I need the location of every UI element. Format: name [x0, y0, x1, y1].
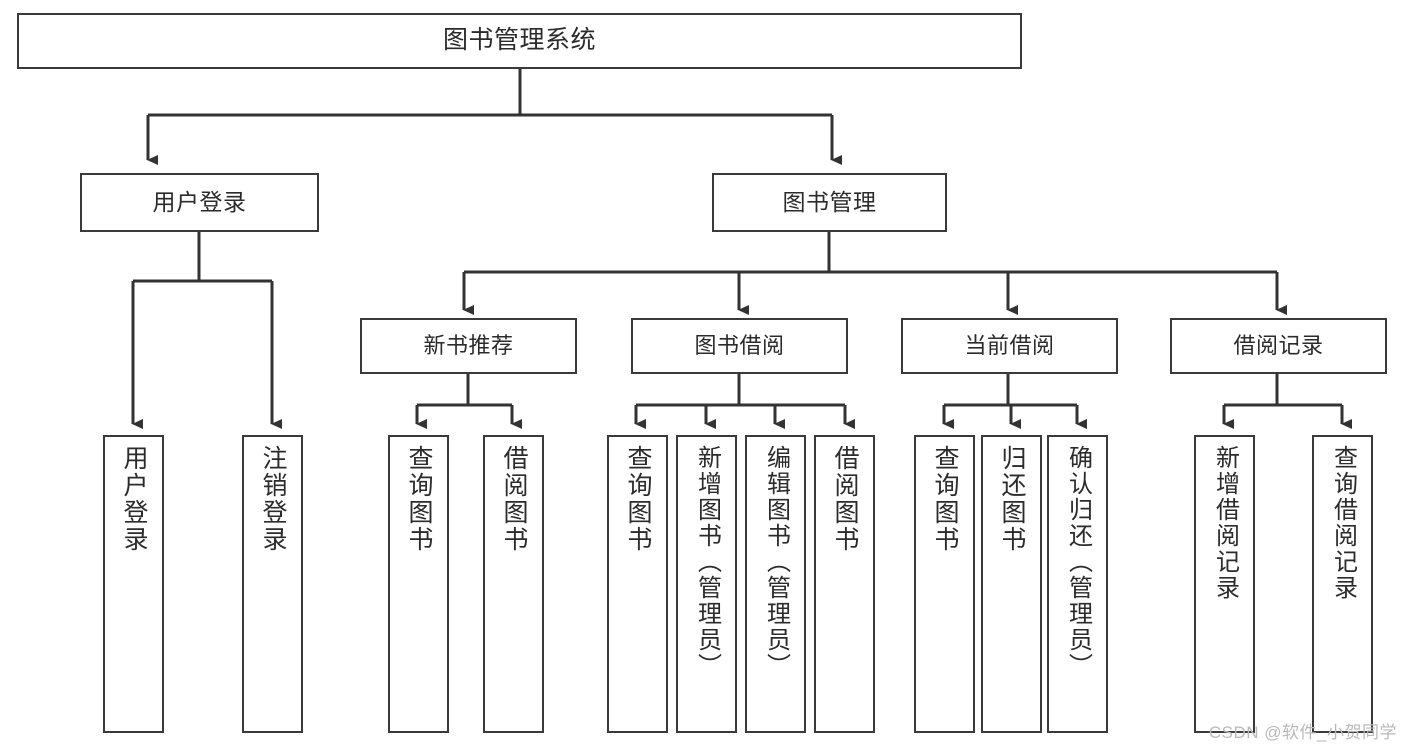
node-label: 查询借阅记录	[1329, 445, 1357, 601]
node-label: 借阅图书	[500, 445, 528, 553]
node-book-management[interactable]: 图书管理	[712, 173, 947, 232]
leaf-borrow-query-book[interactable]: 查询图书	[607, 435, 668, 733]
node-root-system[interactable]: 图书管理系统	[17, 13, 1022, 69]
node-label: 查询图书	[405, 445, 433, 553]
node-label: 图书借阅	[694, 333, 785, 359]
node-label: 归还图书	[998, 445, 1026, 553]
leaf-borrow-borrow-book[interactable]: 借阅图书	[814, 435, 875, 733]
node-book-borrow[interactable]: 图书借阅	[631, 318, 848, 374]
node-label: 新增借阅记录	[1211, 445, 1239, 601]
node-label: 新书推荐	[423, 333, 514, 359]
node-label: 当前借阅	[964, 333, 1055, 359]
leaf-borrow-edit-book[interactable]: 编辑图书（管理员）	[745, 435, 806, 733]
node-label: 用户登录	[152, 188, 247, 215]
node-label: 查询图书	[931, 445, 959, 553]
node-label: 注销登录	[259, 445, 287, 553]
leaf-current-query-book[interactable]: 查询图书	[914, 435, 975, 733]
leaf-user-login-login[interactable]: 用户登录	[103, 435, 164, 733]
node-label: 图书管理系统	[442, 26, 596, 55]
node-label: 编辑图书（管理员）	[762, 445, 790, 679]
leaf-record-query-record[interactable]: 查询借阅记录	[1312, 435, 1373, 733]
node-label: 借阅记录	[1233, 333, 1324, 359]
node-label: 查询图书	[624, 445, 652, 553]
node-borrow-record[interactable]: 借阅记录	[1170, 318, 1387, 374]
node-user-login[interactable]: 用户登录	[80, 173, 319, 232]
node-label: 图书管理	[782, 188, 877, 215]
leaf-current-confirm-return[interactable]: 确认归还（管理员）	[1047, 435, 1108, 733]
node-label: 新增图书（管理员）	[693, 445, 721, 679]
leaf-recommend-query-book[interactable]: 查询图书	[388, 435, 449, 733]
leaf-current-return-book[interactable]: 归还图书	[981, 435, 1042, 733]
leaf-user-login-logout[interactable]: 注销登录	[242, 435, 303, 733]
node-label: 借阅图书	[831, 445, 859, 553]
node-new-book-recommend[interactable]: 新书推荐	[360, 318, 577, 374]
node-current-borrow[interactable]: 当前借阅	[901, 318, 1118, 374]
node-label: 确认归还（管理员）	[1064, 445, 1092, 679]
leaf-borrow-add-book[interactable]: 新增图书（管理员）	[676, 435, 737, 733]
watermark-text: CSDN @软件_小贺同学	[1208, 723, 1397, 742]
leaf-record-add-record[interactable]: 新增借阅记录	[1194, 435, 1255, 733]
node-label: 用户登录	[120, 445, 148, 553]
leaf-recommend-borrow-book[interactable]: 借阅图书	[483, 435, 544, 733]
